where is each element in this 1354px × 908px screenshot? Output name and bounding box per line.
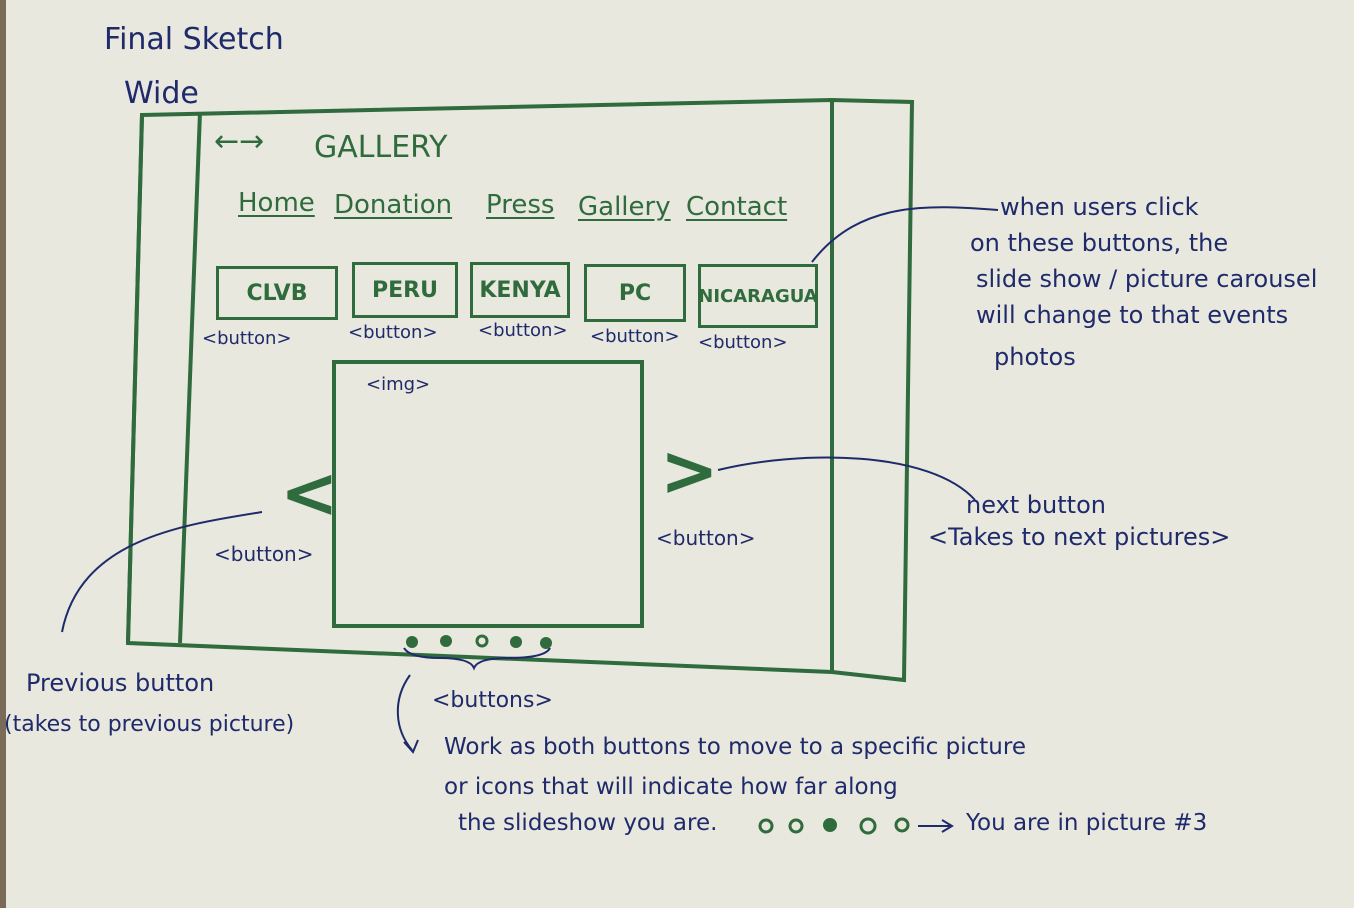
next-note-title: next button	[966, 491, 1106, 519]
paper-edge	[0, 0, 6, 908]
nav-link-donation[interactable]: Donation	[334, 190, 453, 220]
prev-note-detail: (takes to previous picture)	[4, 712, 295, 737]
next-chevron-icon[interactable]: >	[660, 430, 719, 512]
next-note-detail: <Takes to next pictures>	[928, 523, 1231, 551]
button-tag-pc: <button>	[590, 326, 680, 347]
carousel-dot[interactable]	[475, 634, 489, 648]
nav-link-home[interactable]: Home	[238, 188, 315, 218]
events-note-line-4: will change to that events	[976, 301, 1289, 329]
prev-note-title: Previous button	[26, 669, 215, 697]
sketch-subtitle: Wide	[124, 76, 199, 111]
dots-note-line-3: the slideshow you are.	[458, 810, 718, 836]
nav-link-contact[interactable]: Contact	[686, 192, 788, 222]
button-tag-peru: <button>	[348, 322, 438, 343]
sketch-title: Final Sketch	[104, 22, 284, 57]
dots-note-line-1: Work as both buttons to move to a specif…	[444, 734, 1026, 760]
event-button-kenya[interactable]: KENYA	[470, 262, 570, 318]
next-button-tag: <button>	[656, 526, 756, 550]
event-button-club[interactable]: CLVB	[216, 266, 338, 320]
events-note-line-3: slide show / picture carousel	[976, 265, 1318, 293]
event-button-pc[interactable]: PC	[584, 264, 686, 322]
button-tag-club: <button>	[202, 328, 292, 349]
prev-button-tag: <button>	[214, 542, 314, 566]
dots-tag: <buttons>	[432, 688, 553, 713]
dots-example-note: You are in picture #3	[966, 810, 1208, 836]
back-forward-icon[interactable]: ←→	[214, 124, 265, 159]
event-button-nicaragua[interactable]: NICARAGUA	[698, 264, 818, 328]
events-note-line-1: when users click	[1000, 193, 1199, 221]
page-title: GALLERY	[314, 130, 448, 165]
button-tag-kenya: <button>	[478, 320, 568, 341]
carousel-dots	[406, 634, 552, 649]
carousel-dot[interactable]	[406, 636, 418, 648]
nav-link-press[interactable]: Press	[486, 190, 555, 220]
button-tag-nicaragua: <button>	[698, 332, 788, 353]
dots-note-line-2: or icons that will indicate how far alon…	[444, 774, 898, 800]
events-note-line-2: on these buttons, the	[970, 229, 1229, 257]
carousel-dot[interactable]	[440, 635, 452, 647]
carousel-dot[interactable]	[540, 637, 552, 649]
carousel-dot[interactable]	[510, 636, 522, 648]
events-note-line-5: photos	[994, 343, 1076, 371]
example-dots	[758, 817, 954, 835]
prev-chevron-icon[interactable]: <	[280, 452, 339, 534]
nav-link-gallery[interactable]: Gallery	[578, 192, 671, 222]
img-tag: <img>	[366, 374, 431, 395]
event-button-peru[interactable]: PERU	[352, 262, 458, 318]
